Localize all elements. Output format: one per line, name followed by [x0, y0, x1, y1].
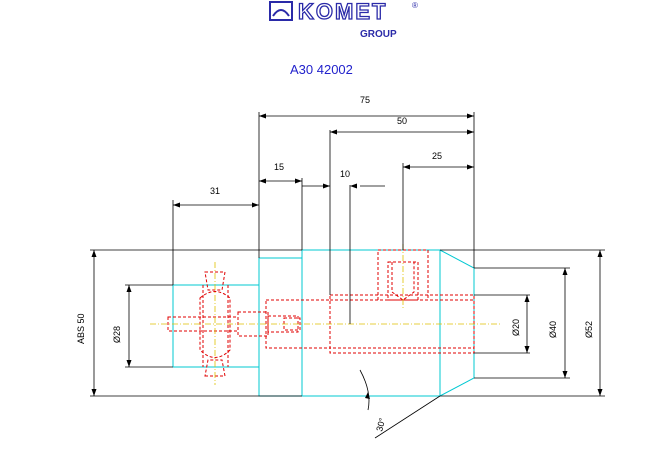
center-lines	[150, 244, 500, 385]
dim-dia52: Ø52	[584, 321, 594, 338]
brand-group: GROUP	[360, 29, 397, 40]
dim-abs50: ABS 50	[76, 313, 86, 344]
dim-50: 50	[397, 116, 407, 126]
dim-25: 25	[432, 151, 442, 161]
dimension-geometry	[90, 112, 605, 439]
dim-10: 10	[340, 169, 350, 179]
dim-75: 75	[360, 95, 370, 105]
dim-dia40: Ø40	[548, 321, 558, 338]
hidden-detail-lines	[167, 249, 475, 377]
dim-dia20: Ø20	[511, 319, 521, 336]
logo-icon-arc	[272, 9, 290, 17]
dim-31: 31	[210, 186, 220, 196]
part-number: A30 42002	[290, 62, 353, 77]
dim-angle-30: 30°	[374, 416, 387, 432]
registered-mark: ®	[412, 1, 418, 10]
dim-dia28: Ø28	[112, 326, 122, 343]
dimension-arrows	[91, 113, 603, 399]
tool-outline	[172, 249, 475, 397]
logo-icon	[269, 1, 293, 21]
dim-15: 15	[274, 162, 284, 172]
komet-logo: KOMET ® GROUP	[269, 0, 418, 40]
brand-name: KOMET	[298, 0, 387, 24]
